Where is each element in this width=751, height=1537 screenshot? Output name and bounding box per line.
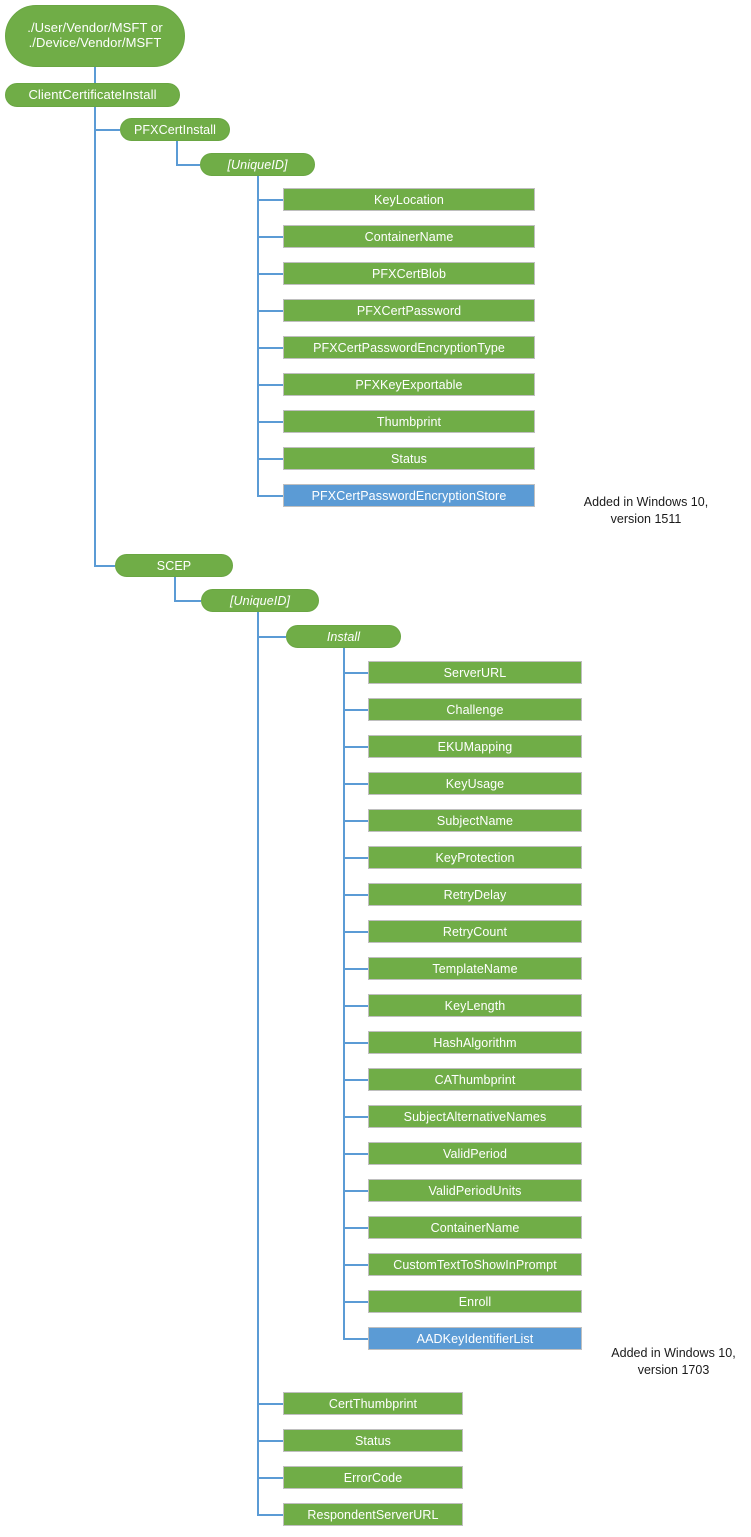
node-validperiod[interactable]: ValidPeriod [368, 1142, 582, 1165]
connector-horizontal [343, 1263, 368, 1266]
node-status[interactable]: Status [283, 447, 535, 470]
connector-horizontal [257, 383, 283, 386]
node-enroll[interactable]: Enroll [368, 1290, 582, 1313]
node-cathumbprint[interactable]: CAThumbprint [368, 1068, 582, 1091]
node-pfxcertpasswordencryptionstore[interactable]: PFXCertPasswordEncryptionStore [283, 484, 535, 507]
connector-vertical [94, 67, 96, 83]
node-validperiodunits[interactable]: ValidPeriodUnits [368, 1179, 582, 1202]
node-subjectname[interactable]: SubjectName [368, 809, 582, 832]
connector-horizontal [257, 346, 283, 349]
node-serverurl[interactable]: ServerURL [368, 661, 582, 684]
connector-horizontal [257, 235, 283, 238]
connector-horizontal [343, 1078, 368, 1081]
connector-horizontal [343, 1152, 368, 1155]
connector-horizontal [343, 893, 368, 896]
connector-horizontal [343, 782, 368, 785]
node-hashalgorithm[interactable]: HashAlgorithm [368, 1031, 582, 1054]
connector-vertical [343, 648, 345, 1339]
node-pfxcertblob[interactable]: PFXCertBlob [283, 262, 535, 285]
node-keyusage[interactable]: KeyUsage [368, 772, 582, 795]
node-challenge[interactable]: Challenge [368, 698, 582, 721]
connector-vertical [257, 612, 259, 1515]
connector-vertical [94, 107, 96, 566]
connector-horizontal [343, 1041, 368, 1044]
node-scep-unique-id[interactable]: [UniqueID] [201, 589, 319, 612]
node-scep-status[interactable]: Status [283, 1429, 463, 1452]
connector-horizontal [257, 1439, 283, 1442]
node-client-certificate-install[interactable]: ClientCertificateInstall [5, 83, 180, 107]
connector-horizontal [343, 671, 368, 674]
note-added-windows-10-1703: Added in Windows 10, version 1703 [611, 1346, 736, 1377]
node-retrydelay[interactable]: RetryDelay [368, 883, 582, 906]
connector-horizontal [257, 1476, 283, 1479]
connector-horizontal [257, 420, 283, 423]
connector-horizontal [257, 1402, 283, 1405]
connector-vertical [257, 176, 259, 496]
node-keylocation[interactable]: KeyLocation [283, 188, 535, 211]
node-containername[interactable]: ContainerName [283, 225, 535, 248]
node-keylength[interactable]: KeyLength [368, 994, 582, 1017]
node-customtexttoshowinprompt[interactable]: CustomTextToShowInPrompt [368, 1253, 582, 1276]
connector-horizontal [343, 745, 368, 748]
node-subjectalternativenames[interactable]: SubjectAlternativeNames [368, 1105, 582, 1128]
connector-horizontal [176, 163, 200, 166]
connector-horizontal [257, 635, 286, 638]
connector-vertical [176, 141, 178, 165]
node-pfxcertpasswordencryptiontype[interactable]: PFXCertPasswordEncryptionType [283, 336, 535, 359]
node-respondentserverurl[interactable]: RespondentServerURL [283, 1503, 463, 1526]
node-pfxkeyexportable[interactable]: PFXKeyExportable [283, 373, 535, 396]
node-keyprotection[interactable]: KeyProtection [368, 846, 582, 869]
node-pfx-cert-install[interactable]: PFXCertInstall [120, 118, 230, 141]
connector-horizontal [343, 708, 368, 711]
node-root[interactable]: ./User/Vendor/MSFT or ./Device/Vendor/MS… [5, 5, 185, 67]
connector-horizontal [343, 930, 368, 933]
connector-horizontal [257, 309, 283, 312]
connector-horizontal [94, 128, 120, 131]
connector-horizontal [174, 599, 201, 602]
connector-vertical [174, 577, 176, 601]
connector-horizontal [343, 1004, 368, 1007]
node-pfxcertpassword[interactable]: PFXCertPassword [283, 299, 535, 322]
connector-horizontal [257, 457, 283, 460]
connector-horizontal [257, 272, 283, 275]
connector-horizontal [343, 856, 368, 859]
node-thumbprint[interactable]: Thumbprint [283, 410, 535, 433]
connector-horizontal [257, 494, 283, 497]
connector-horizontal [94, 564, 115, 567]
connector-horizontal [343, 819, 368, 822]
node-aadkeyidentifierlist[interactable]: AADKeyIdentifierList [368, 1327, 582, 1350]
connector-horizontal [343, 1300, 368, 1303]
connector-horizontal [343, 1337, 368, 1340]
connector-horizontal [343, 1226, 368, 1229]
node-ekumapping[interactable]: EKUMapping [368, 735, 582, 758]
note-added-windows-10-1511: Added in Windows 10, version 1511 [583, 495, 709, 526]
node-scep-containername[interactable]: ContainerName [368, 1216, 582, 1239]
connector-horizontal [257, 198, 283, 201]
node-retrycount[interactable]: RetryCount [368, 920, 582, 943]
connector-horizontal [343, 1189, 368, 1192]
connector-horizontal [343, 967, 368, 970]
node-pfx-unique-id[interactable]: [UniqueID] [200, 153, 315, 176]
node-errorcode[interactable]: ErrorCode [283, 1466, 463, 1489]
node-scep[interactable]: SCEP [115, 554, 233, 577]
node-install[interactable]: Install [286, 625, 401, 648]
node-templatename[interactable]: TemplateName [368, 957, 582, 980]
node-certthumbprint[interactable]: CertThumbprint [283, 1392, 463, 1415]
connector-horizontal [343, 1115, 368, 1118]
connector-horizontal [257, 1513, 283, 1516]
